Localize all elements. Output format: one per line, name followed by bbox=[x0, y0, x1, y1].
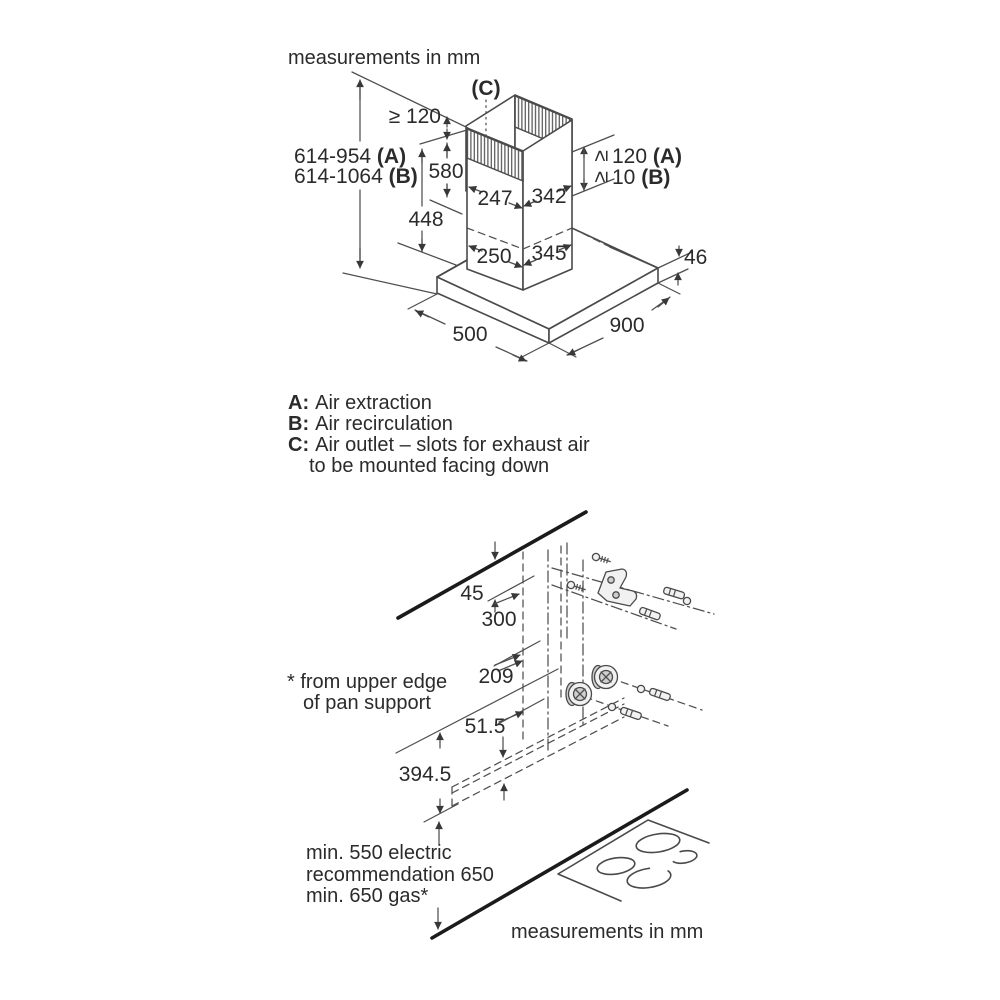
dim-209: 209 bbox=[478, 660, 524, 723]
legend-item-c: C:Air outlet – slots for exhaust air bbox=[288, 434, 590, 456]
bracket-screw-head bbox=[612, 591, 620, 599]
svg-text:45: 45 bbox=[460, 582, 483, 605]
svg-text:10 (B): 10 (B) bbox=[612, 166, 670, 189]
burner-partial bbox=[626, 867, 672, 889]
svg-text:394.5: 394.5 bbox=[399, 763, 452, 786]
fixing-screw bbox=[565, 681, 593, 707]
wall-mounting-diagram: 45 300 209 51.5 bbox=[287, 510, 715, 943]
svg-text:≥: ≥ bbox=[590, 171, 613, 183]
hood-isometric-diagram: (C) 614-954 (A) 614-1064 (B) bbox=[294, 71, 707, 362]
dim-394-5: 394.5 bbox=[399, 732, 452, 814]
svg-text:* from upper edge: * from upper edge bbox=[287, 671, 447, 693]
bottom-title: measurements in mm bbox=[511, 921, 703, 943]
svg-text:614-1064 (B): 614-1064 (B) bbox=[294, 165, 418, 188]
dim-duct-upper-widths: 247 342 bbox=[468, 185, 572, 210]
fixing-screw-hardware bbox=[565, 664, 703, 727]
dim-300: 300 bbox=[481, 593, 521, 666]
worktop-line bbox=[430, 788, 689, 940]
svg-text:recommendation 650: recommendation 650 bbox=[306, 864, 494, 886]
svg-text:min. 550 electric: min. 550 electric bbox=[306, 842, 452, 864]
svg-text:500: 500 bbox=[452, 323, 487, 346]
svg-text:120 (A): 120 (A) bbox=[612, 145, 682, 168]
legend: A:Air extraction B:Air recirculation C:A… bbox=[288, 392, 590, 477]
svg-text:247: 247 bbox=[477, 187, 512, 210]
washer-ring bbox=[636, 684, 646, 694]
dim-total-height: 614-954 (A) 614-1064 (B) bbox=[294, 79, 418, 269]
burner bbox=[635, 832, 681, 854]
svg-text:342: 342 bbox=[531, 185, 566, 208]
dim-canopy-width: 900 bbox=[566, 296, 671, 356]
dim-canopy-height: 46 bbox=[674, 245, 707, 286]
svg-text:46: 46 bbox=[684, 246, 707, 269]
duct-outlet-label-c: (C) bbox=[471, 77, 500, 100]
wall-anchor bbox=[663, 586, 686, 600]
dim-lower-chimney: 448 bbox=[408, 148, 444, 253]
washer-ring bbox=[607, 702, 617, 712]
clearance-text: min. 550 electric recommendation 650 min… bbox=[306, 842, 494, 907]
small-screw bbox=[591, 552, 611, 564]
fixing-screw bbox=[591, 664, 619, 690]
washer-ring bbox=[682, 596, 692, 606]
wall-top-line bbox=[396, 510, 588, 620]
top-title: measurements in mm bbox=[288, 47, 480, 69]
svg-text:250: 250 bbox=[476, 245, 511, 268]
dim-canopy-depth: 500 bbox=[414, 309, 528, 362]
burner bbox=[596, 856, 636, 876]
wall-anchor bbox=[638, 606, 661, 621]
legend-item-b: B:Air recirculation bbox=[288, 413, 453, 435]
pan-support-note: * from upper edge of pan support bbox=[287, 671, 447, 714]
svg-text:614-954 (A): 614-954 (A) bbox=[294, 145, 406, 168]
svg-text:580: 580 bbox=[428, 160, 463, 183]
hob-cooktop bbox=[557, 819, 710, 902]
hood-canopy-hidden-outline bbox=[451, 697, 625, 807]
air-outlet-slots-front bbox=[466, 127, 524, 183]
mounting-bracket bbox=[597, 568, 638, 607]
small-screw bbox=[566, 580, 586, 592]
dim-hob-clearance bbox=[434, 821, 443, 930]
svg-text:of pan support: of pan support bbox=[303, 692, 431, 714]
svg-text:min. 650 gas*: min. 650 gas* bbox=[306, 885, 429, 907]
dim-right-clearance: ≥ 120 (A) ≥ 10 (B) bbox=[580, 145, 682, 191]
svg-text:345: 345 bbox=[531, 242, 566, 265]
dim-upper-chimney: 580 bbox=[428, 142, 464, 198]
svg-text:51.5: 51.5 bbox=[465, 715, 506, 738]
dim-duct-lower-widths: 250 345 bbox=[468, 242, 572, 269]
svg-text:448: 448 bbox=[408, 208, 443, 231]
svg-text:≥ 120: ≥ 120 bbox=[389, 105, 441, 128]
legend-item-c-line2: to be mounted facing down bbox=[309, 455, 549, 477]
burner-partial bbox=[670, 849, 698, 865]
wall-anchor bbox=[648, 687, 671, 701]
svg-text:209: 209 bbox=[478, 665, 513, 688]
mounting-bracket-hardware bbox=[551, 552, 715, 630]
svg-text:≥: ≥ bbox=[590, 150, 613, 162]
bracket-screw-head bbox=[607, 576, 615, 584]
dim-51-5: 51.5 bbox=[465, 715, 508, 801]
wall-anchor bbox=[619, 706, 642, 720]
chimney-front-faces bbox=[436, 119, 659, 291]
svg-text:900: 900 bbox=[609, 314, 644, 337]
dim-45: 45 bbox=[460, 541, 499, 613]
svg-text:300: 300 bbox=[481, 608, 516, 631]
dim-min-top-clearance: ≥ 120 bbox=[389, 105, 451, 140]
legend-item-a: A:Air extraction bbox=[288, 392, 432, 414]
